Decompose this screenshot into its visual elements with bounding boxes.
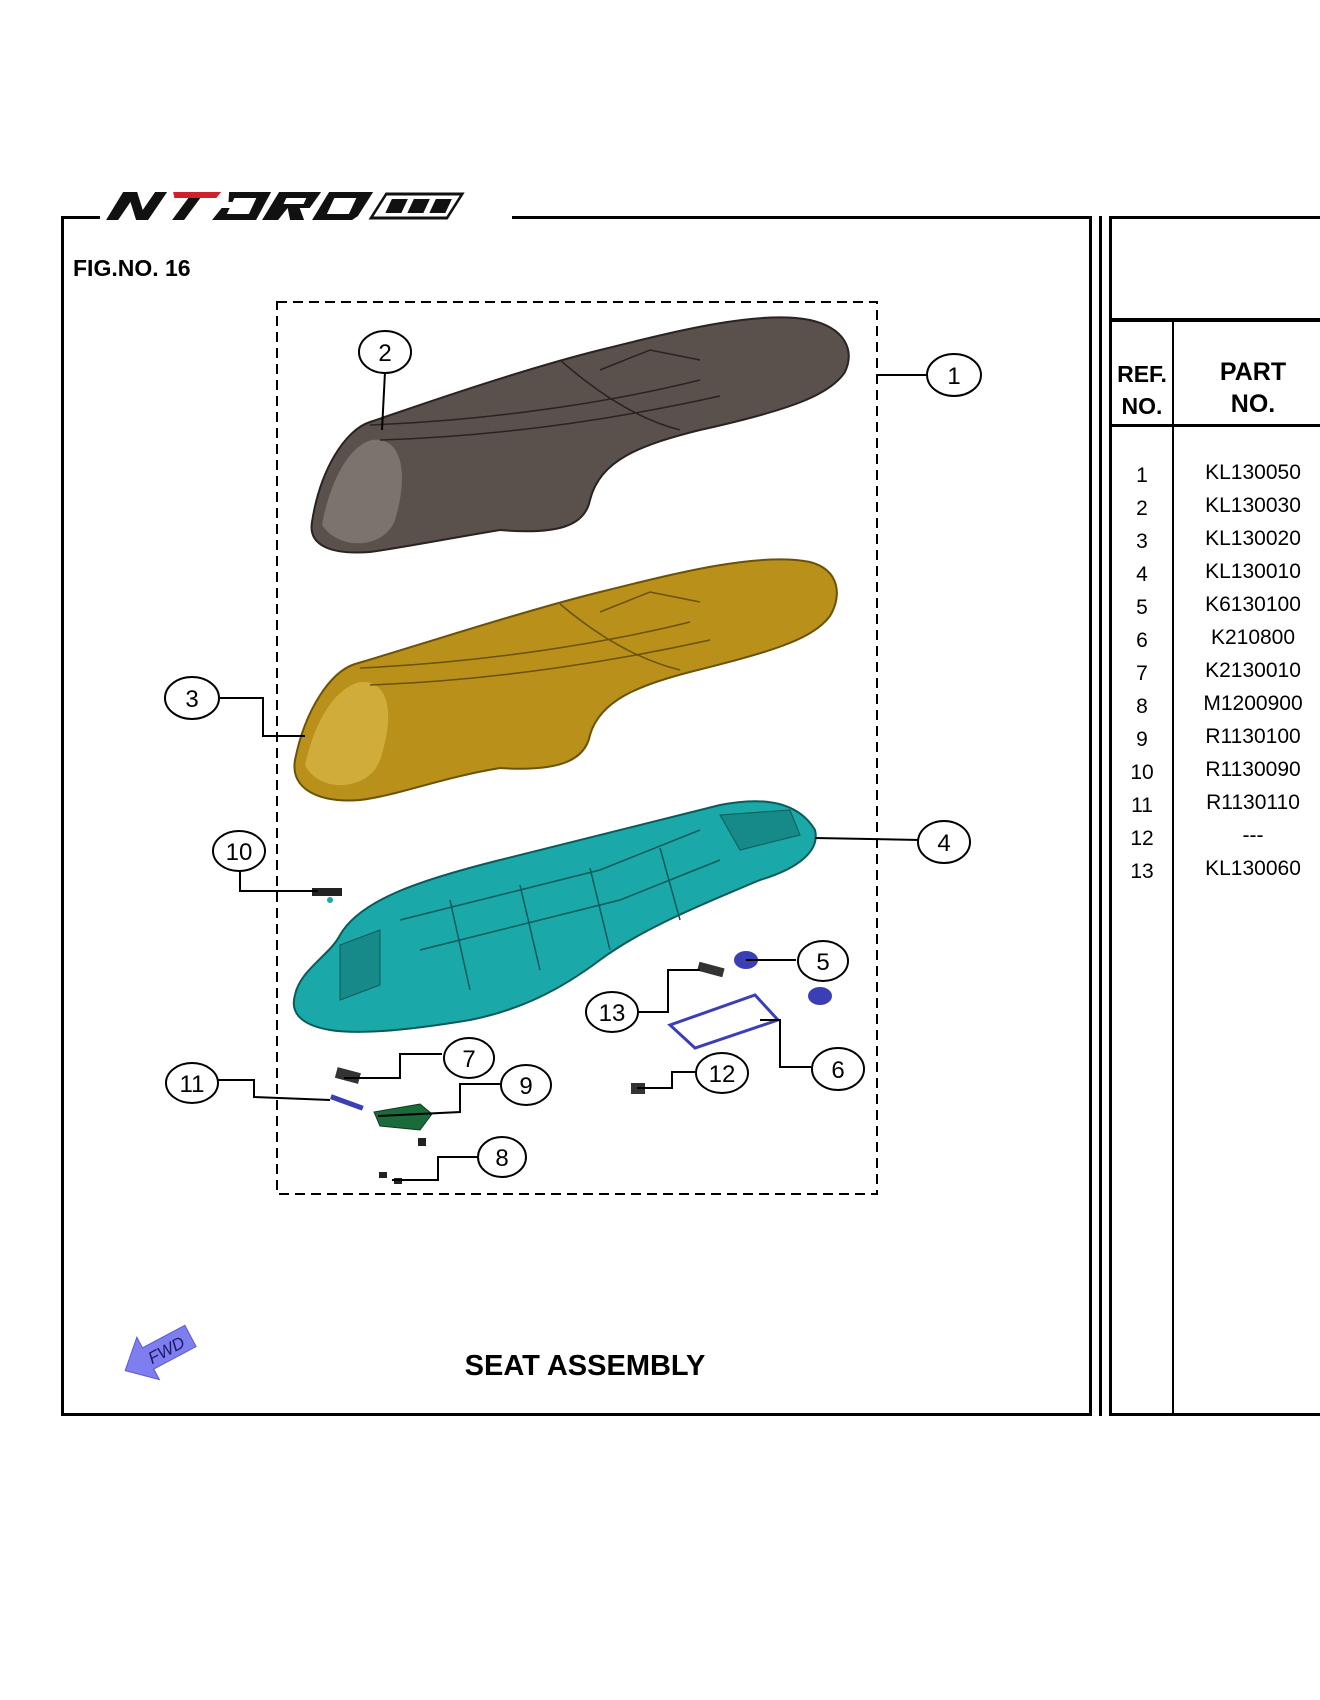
header-part-line1: PART bbox=[1219, 358, 1287, 386]
part-cell: K2130010 bbox=[1205, 659, 1301, 682]
part-8-screw bbox=[379, 1172, 387, 1178]
table-row: 4 KL130010 bbox=[1112, 557, 1320, 590]
part-cell: KL130050 bbox=[1205, 461, 1301, 484]
callout-1: 1 bbox=[926, 353, 982, 397]
svg-text:2: 2 bbox=[378, 340, 391, 367]
ref-cell: 10 bbox=[1130, 761, 1154, 784]
ref-cell: 12 bbox=[1130, 827, 1154, 850]
header-ref-no: REF. NO. bbox=[1112, 358, 1172, 422]
callout-6: 6 bbox=[811, 1047, 865, 1091]
svg-text:9: 9 bbox=[519, 1073, 532, 1100]
part-10-screw bbox=[312, 888, 342, 896]
part-6-seal bbox=[667, 993, 781, 1050]
table-row: 13 KL130060 bbox=[1112, 854, 1320, 887]
exploded-diagram: 1 2 3 4 5 6 7 8 9 10 11 12 13 FWD bbox=[124, 301, 982, 1381]
callout-13: 13 bbox=[585, 991, 639, 1033]
header-part-line2: NO. bbox=[1230, 390, 1276, 418]
table-row: 5 K6130100 bbox=[1112, 590, 1320, 623]
assembly-boundary bbox=[276, 301, 878, 1195]
part-cell: K6130100 bbox=[1205, 593, 1301, 616]
table-header-rule bbox=[1112, 424, 1320, 427]
callout-4: 4 bbox=[917, 820, 971, 864]
ref-cell: 5 bbox=[1136, 596, 1148, 619]
ref-cell: 2 bbox=[1136, 497, 1148, 520]
part-5-damper-2 bbox=[808, 987, 832, 1005]
callout-12: 12 bbox=[695, 1052, 749, 1094]
callout-9: 9 bbox=[500, 1064, 552, 1106]
table-row: 11 R1130110 bbox=[1112, 788, 1320, 821]
header-ref-line2: NO. bbox=[1121, 393, 1163, 419]
ref-cell: 11 bbox=[1131, 794, 1153, 817]
svg-text:8: 8 bbox=[495, 1145, 508, 1172]
ref-cell: 1 bbox=[1136, 464, 1148, 487]
part-7-block bbox=[334, 1067, 361, 1084]
svg-text:1: 1 bbox=[947, 363, 960, 390]
part-cell: KL130010 bbox=[1205, 560, 1301, 583]
figure-number: FIG.NO. 16 bbox=[73, 255, 191, 281]
svg-text:7: 7 bbox=[462, 1046, 475, 1073]
part-cell: K210800 bbox=[1210, 626, 1296, 649]
seat-cover-part bbox=[310, 316, 850, 554]
table-row: 3 KL130020 bbox=[1112, 524, 1320, 557]
seat-foam-part bbox=[293, 558, 838, 802]
table-row: 9 R1130100 bbox=[1112, 722, 1320, 755]
callout-11: 11 bbox=[165, 1062, 219, 1104]
part-11-pin bbox=[329, 1094, 364, 1111]
header-ref-line1: REF. bbox=[1117, 361, 1167, 387]
svg-text:6: 6 bbox=[831, 1057, 844, 1084]
ref-cell: 6 bbox=[1136, 629, 1148, 652]
part-cell: KL130030 bbox=[1205, 494, 1301, 517]
frame-divider bbox=[1099, 216, 1102, 1416]
seat-base-part bbox=[292, 800, 817, 1033]
svg-text:11: 11 bbox=[180, 1071, 205, 1098]
table-row: 2 KL130030 bbox=[1112, 491, 1320, 524]
table-row: 6 K210800 bbox=[1112, 623, 1320, 656]
ref-cell: 7 bbox=[1136, 662, 1148, 685]
table-row: 7 K2130010 bbox=[1112, 656, 1320, 689]
ref-cell: 4 bbox=[1136, 563, 1148, 586]
callout-3: 3 bbox=[164, 676, 220, 720]
part-9-latch bbox=[373, 1103, 433, 1131]
svg-text:5: 5 bbox=[816, 949, 829, 976]
svg-text:13: 13 bbox=[599, 1000, 626, 1027]
header-part-no: PART NO. bbox=[1176, 356, 1320, 420]
callout-7: 7 bbox=[443, 1037, 495, 1079]
svg-text:12: 12 bbox=[709, 1061, 736, 1088]
part-cell: R1130110 bbox=[1206, 791, 1300, 814]
part-13-clip bbox=[697, 961, 725, 978]
table-row: 12 --- bbox=[1112, 821, 1320, 854]
svg-text:3: 3 bbox=[185, 686, 198, 713]
table-column-divider bbox=[1172, 320, 1174, 1416]
callout-5: 5 bbox=[797, 940, 849, 982]
diagram-title: SEAT ASSEMBLY bbox=[464, 1350, 706, 1382]
ref-cell: 9 bbox=[1136, 728, 1148, 751]
table-row: 8 M1200900 bbox=[1112, 689, 1320, 722]
parts-table-frame bbox=[1109, 216, 1320, 1416]
part-cell: --- bbox=[1242, 824, 1264, 847]
leader-lines bbox=[215, 371, 928, 1181]
callout-8: 8 bbox=[477, 1136, 527, 1178]
part-cell: KL130060 bbox=[1205, 857, 1301, 880]
table-row: 10 R1130090 bbox=[1112, 755, 1320, 788]
part-cell: R1130100 bbox=[1205, 725, 1301, 748]
ref-cell: 8 bbox=[1136, 695, 1148, 718]
table-top-rule bbox=[1112, 318, 1320, 322]
part-cell: KL130020 bbox=[1205, 527, 1301, 550]
part-cell: R1130090 bbox=[1205, 758, 1301, 781]
callout-10: 10 bbox=[212, 830, 266, 872]
table-row: 1 KL130050 bbox=[1112, 458, 1320, 491]
callout-2: 2 bbox=[358, 330, 412, 374]
ref-cell: 3 bbox=[1136, 530, 1148, 553]
figure-frame bbox=[61, 216, 1092, 1416]
ref-cell: 13 bbox=[1130, 860, 1154, 883]
brand-logo bbox=[106, 192, 465, 220]
svg-text:4: 4 bbox=[937, 830, 950, 857]
svg-text:10: 10 bbox=[226, 839, 253, 866]
part-cell: M1200900 bbox=[1203, 692, 1303, 715]
